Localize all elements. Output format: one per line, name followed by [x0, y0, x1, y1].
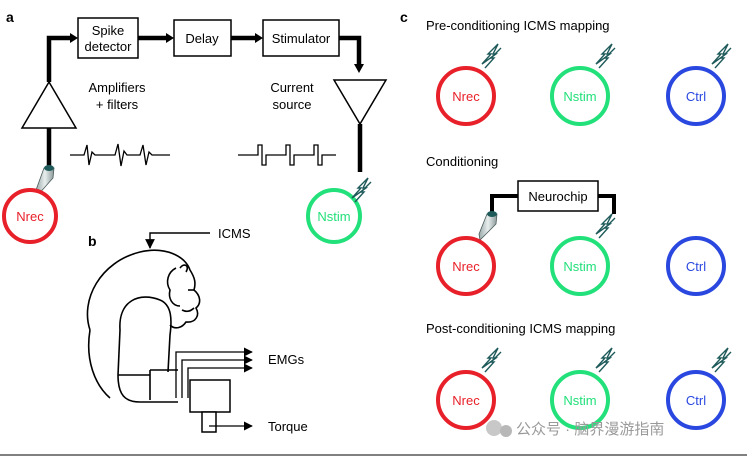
amplifiers-line2: + filters: [96, 97, 139, 112]
torque-label: Torque: [268, 419, 308, 434]
nstim-neuron-row2: [550, 236, 610, 296]
emg-lead-3: [187, 363, 253, 398]
icms-arrow: [145, 232, 210, 249]
watermark-logo-icon: [486, 420, 512, 437]
stim-pulse-trace: [238, 144, 336, 166]
nrec-neuron-row3: [436, 370, 496, 430]
stimulator-box: [262, 19, 340, 57]
nrec-label-row2: Nrec: [452, 259, 480, 274]
amplifiers-line1: Amplifiers: [88, 80, 146, 95]
ctrl-label-row3: Ctrl: [686, 393, 706, 408]
ctrl-neuron-row3: [666, 370, 726, 430]
nstim-neuron-row3: [550, 370, 610, 430]
monkey-illustration: [86, 249, 201, 403]
icms-label: ICMS: [218, 226, 251, 241]
delay-label: Delay: [185, 31, 219, 46]
ctrl-label-row1: Ctrl: [686, 89, 706, 104]
row-conditioning-title: Conditioning: [426, 154, 498, 169]
torque-sensor: [201, 411, 217, 433]
arrow-into-stimulator: [255, 33, 263, 43]
amplifier-triangle: [20, 80, 78, 129]
neurochip-box: [517, 180, 599, 212]
neurochip-wire-in: [490, 194, 518, 214]
row-pre-title: Pre-conditioning ICMS mapping: [426, 18, 610, 33]
current-source-line2: source: [272, 97, 311, 112]
nrec-neuron-row1: [436, 66, 496, 126]
nrec-neuron-row2: [436, 236, 496, 296]
row-post-title: Post-conditioning ICMS mapping: [426, 321, 615, 336]
lightning-bolt-icon: [711, 347, 732, 373]
manipulandum-box: [189, 379, 231, 413]
stimulator-label: Stimulator: [272, 31, 331, 46]
nrec-neuron-a: [2, 188, 58, 244]
path-amp-to-detector: [46, 35, 70, 82]
lightning-bolt-icon: [711, 43, 732, 69]
nstim-label-a: Nstim: [317, 209, 350, 224]
emg-lead-1: [175, 347, 253, 398]
nrec-label-a: Nrec: [16, 209, 44, 224]
current-source-line1: Current: [270, 80, 314, 95]
lightning-bolt-icon: [595, 213, 616, 239]
row-conditioning-neurons: Nrec Nstim Ctrl: [436, 213, 726, 296]
ctrl-neuron-row2: [666, 236, 726, 296]
emgs-label: EMGs: [268, 352, 305, 367]
nrec-label-row3: Nrec: [452, 393, 480, 408]
recording-electrode-icon: [35, 165, 55, 197]
nrec-label-row1: Nrec: [452, 89, 480, 104]
spike-detector-box: [77, 17, 139, 59]
neurochip-wire-out: [598, 194, 616, 214]
arrow-into-delay: [166, 33, 174, 43]
arrow-into-detector: [70, 33, 78, 43]
ctrl-label-row2: Ctrl: [686, 259, 706, 274]
row-pre-neurons: Nrec Nstim Ctrl: [436, 43, 732, 126]
lightning-bolt-icon: [481, 43, 502, 69]
row-post-neurons: Nrec Nstim Ctrl: [436, 347, 732, 430]
arrow-into-source: [354, 64, 364, 73]
panel-c-label: c: [400, 9, 408, 25]
path-stimulator-to-source: [339, 35, 362, 66]
lightning-bolt-icon: [595, 43, 616, 69]
nstim-neuron-row1: [550, 66, 610, 126]
lightning-bolt-icon: [595, 347, 616, 373]
watermark-text: 公众号 · 脑界漫游指南: [516, 421, 664, 438]
panel-b-label: b: [88, 233, 97, 249]
lightning-bolt-icon: [481, 347, 502, 373]
ctrl-neuron-row1: [666, 66, 726, 126]
panel-a-label: a: [6, 9, 14, 25]
nstim-neuron-a: [306, 188, 362, 244]
nstim-label-row1: Nstim: [563, 89, 596, 104]
spike-train-trace: [70, 143, 170, 167]
spike-detector-line1: Spike: [92, 23, 125, 38]
current-source-triangle: [332, 79, 388, 126]
spike-detector-line2: detector: [85, 39, 133, 54]
lightning-bolt-icon: [351, 177, 372, 203]
recording-electrode-icon: [478, 211, 498, 241]
nstim-label-row3: Nstim: [563, 393, 596, 408]
emg-lead-2: [181, 355, 253, 398]
nstim-label-row2: Nstim: [563, 259, 596, 274]
neurochip-label: Neurochip: [528, 189, 587, 204]
delay-box: [173, 19, 232, 57]
